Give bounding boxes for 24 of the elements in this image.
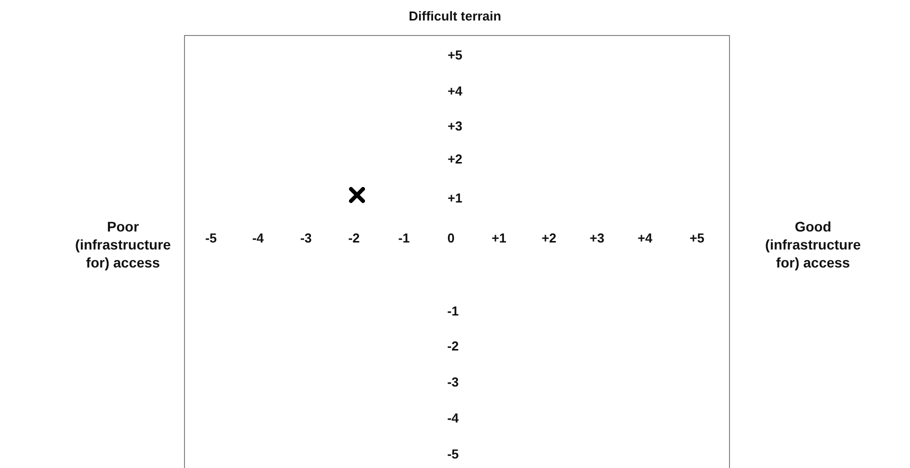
scale-value: -2 bbox=[348, 230, 360, 248]
scale-value: +4 bbox=[638, 230, 652, 248]
scale-value: +5 bbox=[690, 230, 704, 248]
scale-value: -4 bbox=[447, 410, 459, 428]
scale-value: -3 bbox=[300, 230, 312, 248]
scale-value: -2 bbox=[447, 338, 459, 356]
scale-value: +3 bbox=[590, 230, 604, 248]
scale-value: +4 bbox=[448, 84, 462, 100]
scale-value: -5 bbox=[205, 230, 217, 248]
scale-value: +2 bbox=[448, 152, 462, 168]
scale-value: +2 bbox=[542, 230, 556, 248]
scale-value: +5 bbox=[448, 48, 462, 64]
axis-pole-label: Difficult terrain bbox=[408, 8, 502, 26]
scale-value: +3 bbox=[448, 118, 462, 136]
scale-value: -3 bbox=[447, 374, 459, 392]
scale-value: +1 bbox=[448, 190, 462, 208]
scale-value: -5 bbox=[447, 446, 459, 464]
scale-value: -1 bbox=[398, 230, 410, 248]
axis-pole-label: Good (infrastructure for) access bbox=[764, 218, 862, 272]
scale-value: +1 bbox=[492, 230, 506, 248]
axis-pole-label: Poor (infrastructure for) access bbox=[74, 218, 172, 272]
scale-value: -4 bbox=[252, 230, 264, 248]
scale-value: 0 bbox=[447, 230, 455, 248]
scale-value: -1 bbox=[447, 304, 459, 320]
